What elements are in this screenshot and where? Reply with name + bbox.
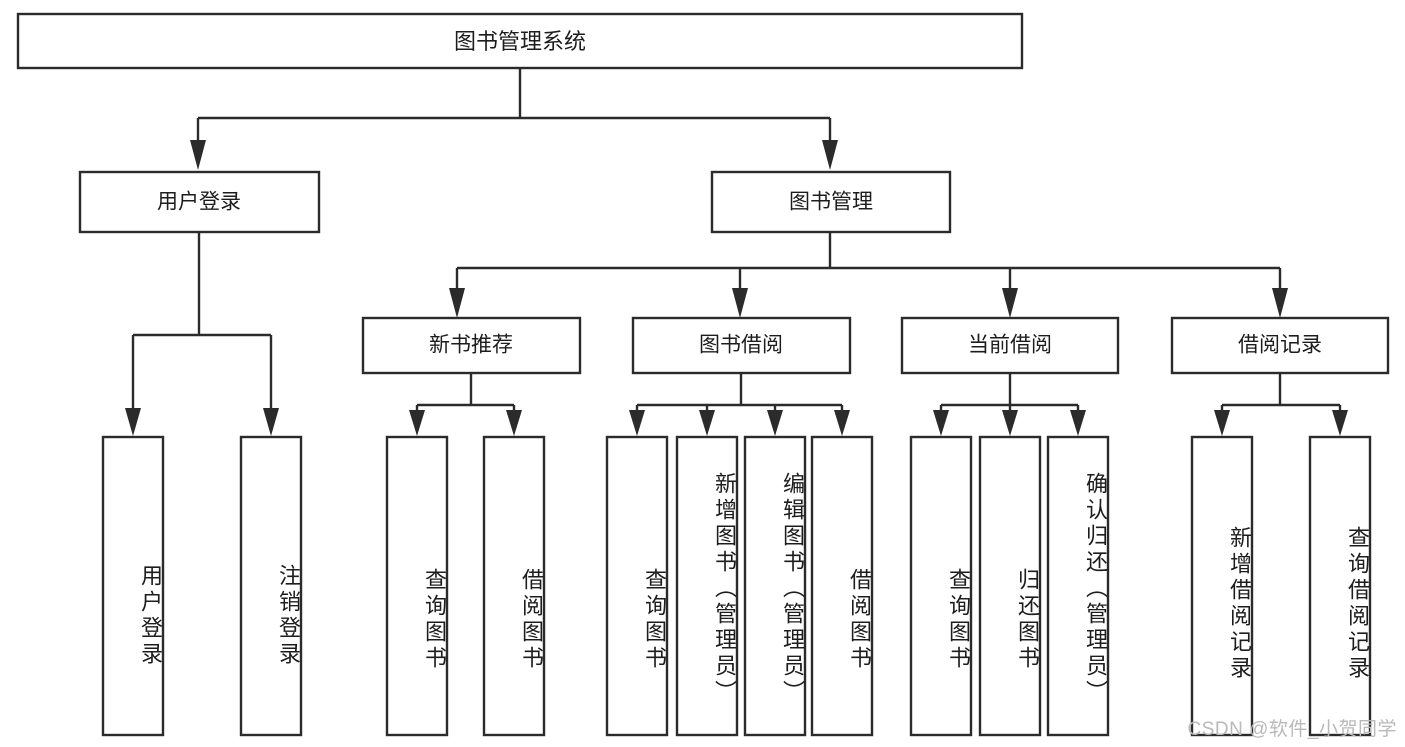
leaf-box-bb-borrow-book[interactable]: [810, 435, 874, 737]
connector-user-login-to-leaves: [125, 232, 279, 436]
connector-new-book-to-leaves: [409, 373, 522, 436]
leaf-box-nb-query-book[interactable]: [385, 435, 449, 737]
node-current-borrow-box[interactable]: [900, 316, 1120, 375]
connector-book-management-to-level3: [449, 232, 1288, 318]
node-borrow-record[interactable]: 借阅记录: [1170, 316, 1390, 375]
arrow-head-book-management: [822, 140, 838, 170]
leaf-box-br-add-record[interactable]: [1190, 435, 1254, 737]
connector-borrow-record-to-leaves: [1214, 373, 1348, 436]
arrow-head-cb-leaf-2: [1002, 410, 1018, 436]
leaf-box-bb-edit-book[interactable]: [743, 435, 807, 737]
leaf-box-cb-confirm-return[interactable]: [1046, 435, 1110, 737]
node-current-borrow-label: 当前借阅: [968, 334, 1052, 357]
node-user-login-label: 用户登录: [157, 191, 241, 214]
leaf-box-cb-query-book[interactable]: [909, 435, 973, 737]
node-book-borrow-label: 图书借阅: [699, 334, 783, 357]
arrow-head-current-borrow: [1002, 288, 1018, 318]
node-book-management[interactable]: 图书管理: [710, 170, 952, 234]
node-root[interactable]: 图书管理系统: [16, 12, 1024, 70]
node-borrow-record-label: 借阅记录: [1238, 334, 1322, 357]
leaf-boxes: [101, 435, 1372, 737]
arrow-head-bb-leaf-1: [629, 410, 645, 436]
arrow-head-new-book: [449, 288, 465, 318]
csdn-watermark: CSDN @软件_小贺同学: [1187, 719, 1397, 740]
node-new-book-recommend-box[interactable]: [361, 316, 582, 375]
node-root-label: 图书管理系统: [454, 29, 586, 54]
node-user-login[interactable]: 用户登录: [78, 170, 321, 234]
node-borrow-record-box[interactable]: [1170, 316, 1390, 375]
leaf-box-logout[interactable]: [239, 435, 303, 737]
arrow-head-bb-leaf-4: [834, 410, 850, 436]
arrow-head-br-leaf-1: [1214, 410, 1230, 436]
connector-borrow-book-to-leaves: [629, 373, 850, 436]
arrow-head-user-login: [190, 140, 206, 170]
node-new-book-recommend[interactable]: 新书推荐: [361, 316, 582, 375]
leaf-box-cb-return-book[interactable]: [978, 435, 1042, 737]
node-book-management-box[interactable]: [710, 170, 952, 234]
leaf-box-bb-query-book[interactable]: [605, 435, 669, 737]
arrow-head-leaf-user-login: [125, 408, 141, 436]
leaf-box-br-query-record[interactable]: [1308, 435, 1372, 737]
node-current-borrow[interactable]: 当前借阅: [900, 316, 1120, 375]
leaf-box-bb-add-book[interactable]: [675, 435, 739, 737]
node-new-book-recommend-label: 新书推荐: [429, 334, 513, 357]
arrow-head-bb-leaf-2: [699, 410, 715, 436]
leaf-box-user-login[interactable]: [101, 435, 165, 737]
arrow-head-borrow-record: [1272, 288, 1288, 318]
connector-current-borrow-to-leaves: [933, 373, 1086, 436]
node-book-borrow[interactable]: 图书借阅: [631, 316, 852, 375]
arrow-head-borrow-book: [732, 288, 748, 318]
leaf-box-nb-borrow-book[interactable]: [482, 435, 546, 737]
arrow-head-nb-leaf-2: [506, 410, 522, 436]
arrow-head-leaf-logout: [263, 408, 279, 436]
node-user-login-box[interactable]: [78, 170, 321, 234]
arrow-head-br-leaf-2: [1332, 410, 1348, 436]
arrow-head-cb-leaf-1: [933, 410, 949, 436]
node-root-box[interactable]: [16, 12, 1024, 70]
arrow-head-bb-leaf-3: [767, 410, 783, 436]
connector-root-to-level2: [190, 68, 838, 170]
node-book-borrow-box[interactable]: [631, 316, 852, 375]
arrow-head-nb-leaf-1: [409, 410, 425, 436]
arrow-head-cb-leaf-3: [1070, 410, 1086, 436]
node-book-management-label: 图书管理: [789, 191, 873, 214]
